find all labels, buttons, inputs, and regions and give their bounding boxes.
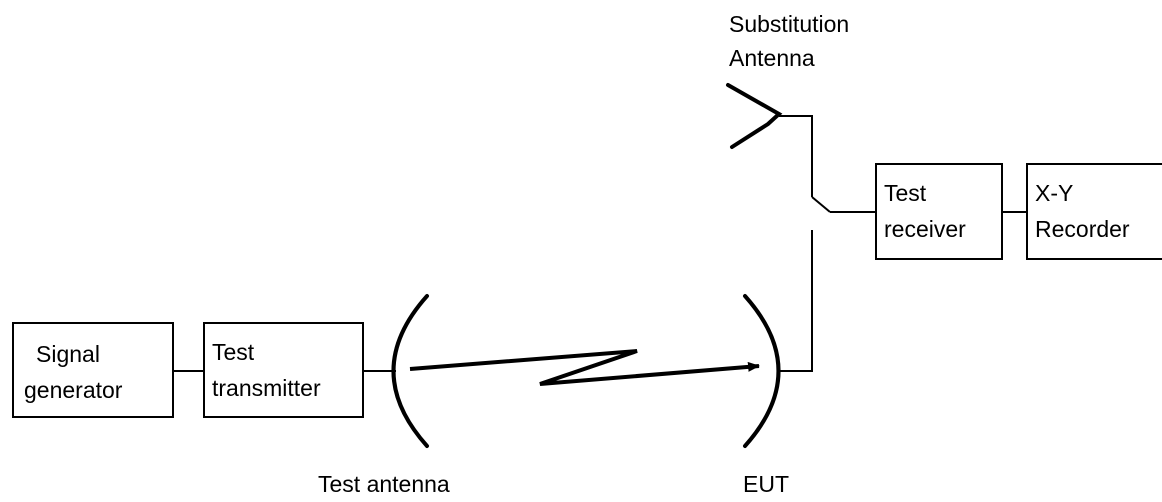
xy-recorder-label-line2: Recorder	[1035, 216, 1130, 242]
substitution-antenna-label-line1: Substitution	[729, 11, 850, 37]
eut-shape	[743, 294, 781, 448]
radio-link-arrow	[409, 349, 760, 386]
test-receiver-label-line2: receiver	[884, 216, 966, 242]
test-antenna-shape	[391, 294, 429, 448]
signal-generator-block: Signal generator	[12, 322, 174, 418]
eut-label: EUT	[743, 471, 789, 497]
substitution-antenna-label-line2: Antenna	[729, 45, 815, 71]
test-receiver-block: Test receiver	[875, 163, 1003, 260]
test-transmitter-label-line2: transmitter	[212, 375, 321, 401]
signal-generator-label-line1: Signal	[36, 341, 100, 367]
xy-recorder-block: X-Y Recorder	[1026, 163, 1162, 260]
test-transmitter-label-line1: Test	[212, 339, 255, 365]
xy-recorder-label-line1: X-Y	[1035, 180, 1074, 206]
link-antenna-switch	[779, 115, 813, 197]
substitution-antenna-shape	[726, 83, 783, 149]
test-receiver-label-line1: Test	[884, 180, 927, 206]
switch-lever	[811, 196, 831, 213]
signal-generator-label-line2: generator	[24, 377, 123, 403]
test-antenna-label: Test antenna	[318, 471, 450, 497]
test-transmitter-block: Test transmitter	[203, 322, 364, 418]
link-eut-switch	[779, 230, 813, 372]
